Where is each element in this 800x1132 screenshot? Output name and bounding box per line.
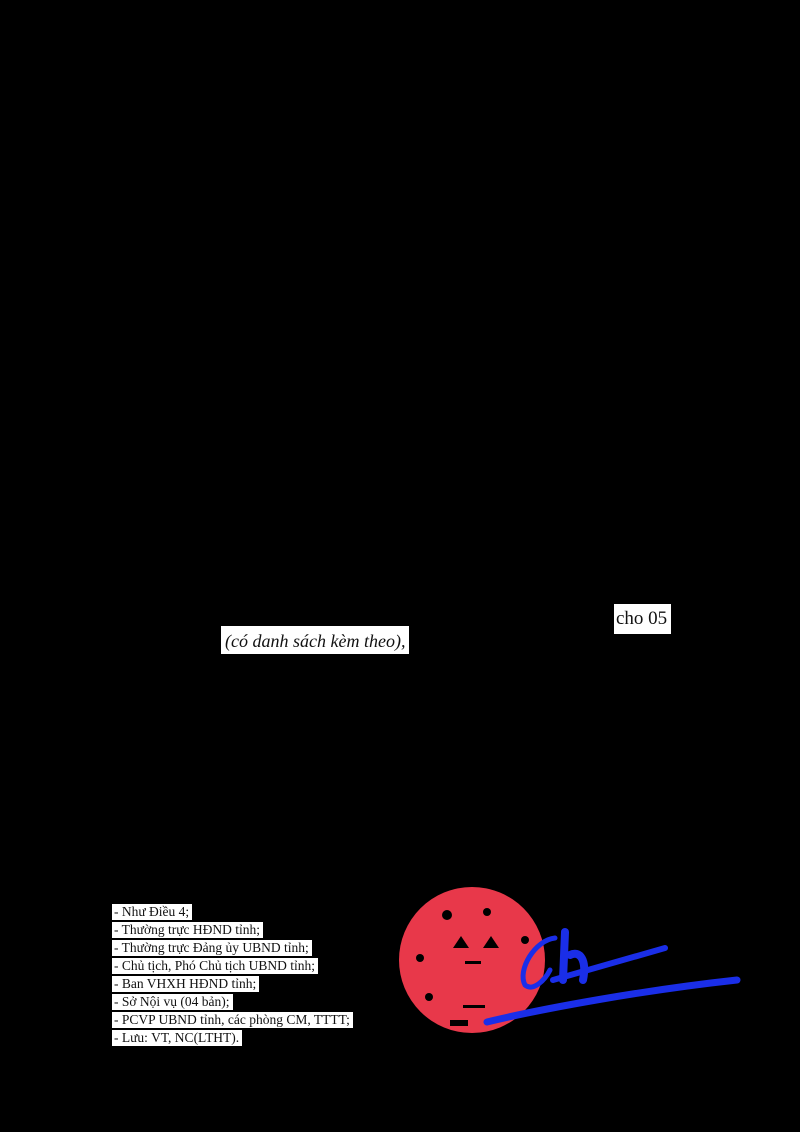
recipient-item: - Như Điều 4; [112, 903, 353, 921]
recipient-text: - Thường trực Đảng ủy UBND tỉnh; [112, 940, 312, 956]
recipient-text: - Lưu: VT, NC(LTHT). [112, 1030, 243, 1046]
recipient-text: - PCVP UBND tỉnh, các phòng CM, TTTT; [112, 1012, 353, 1028]
recipient-item: - Thường trực HĐND tỉnh; [112, 921, 353, 939]
recipient-item: - PCVP UBND tỉnh, các phòng CM, TTTT; [112, 1011, 353, 1029]
recipient-text: - Ban VHXH HĐND tỉnh; [112, 976, 260, 992]
recipient-text: - Thường trực HĐND tỉnh; [112, 922, 264, 938]
recipient-text: - Sở Nội vụ (04 bản); [112, 994, 233, 1010]
blue-signature-icon [483, 928, 741, 1026]
recipient-text: - Chủ tịch, Phó Chủ tịch UBND tỉnh; [112, 958, 319, 974]
recipient-item: - Thường trực Đảng ủy UBND tỉnh; [112, 939, 353, 957]
recipient-item: - Ban VHXH HĐND tỉnh; [112, 975, 353, 993]
recipient-item: - Sở Nội vụ (04 bản); [112, 993, 353, 1011]
recipients-list: - Như Điều 4; - Thường trực HĐND tỉnh; -… [112, 903, 353, 1047]
red-seal-icon [399, 887, 545, 1033]
text-fragment-cho-05: cho 05 [614, 604, 672, 634]
recipient-item: - Lưu: VT, NC(LTHT). [112, 1029, 353, 1047]
attachment-note: (có danh sách kèm theo), [221, 626, 410, 654]
recipient-text: - Như Điều 4; [112, 904, 193, 920]
recipient-item: - Chủ tịch, Phó Chủ tịch UBND tỉnh; [112, 957, 353, 975]
official-stamp-and-signature [399, 887, 741, 1033]
